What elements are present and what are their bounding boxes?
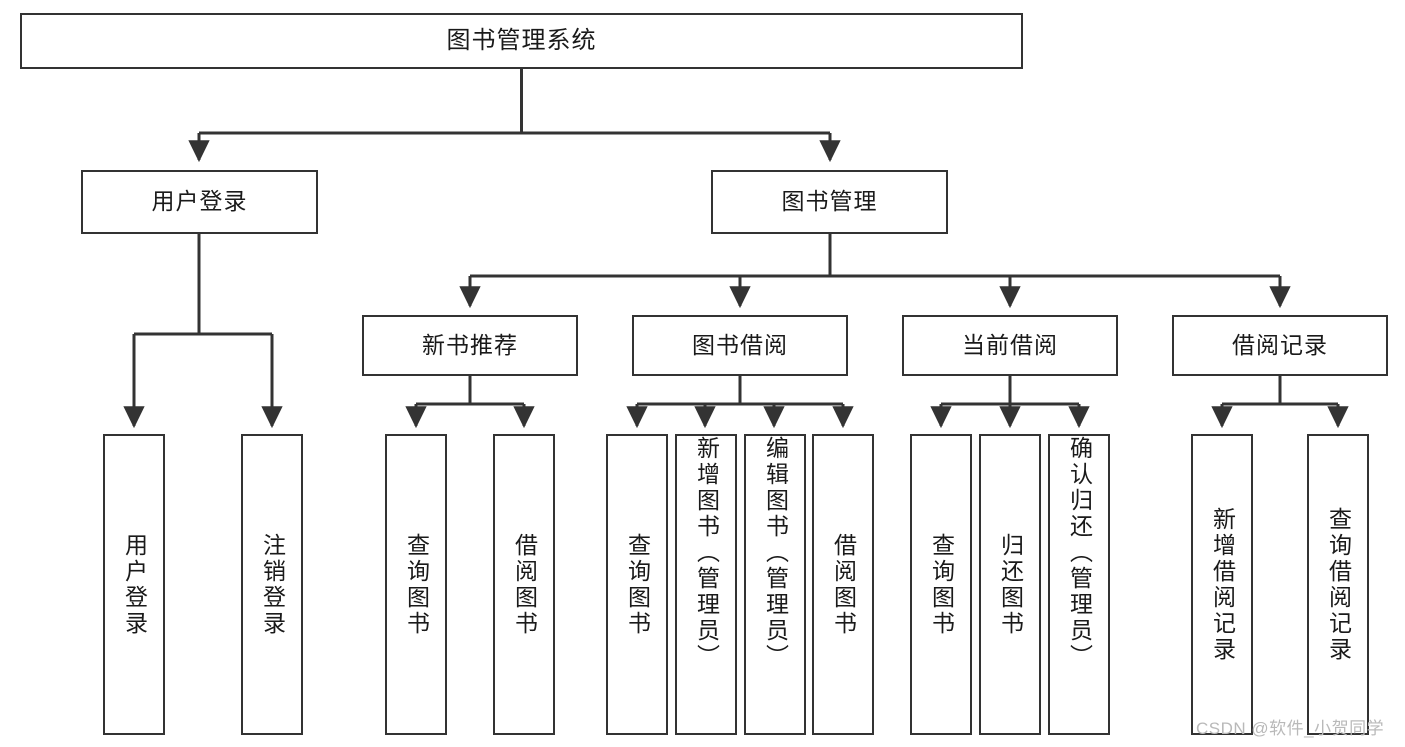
edge-root-to-level2: [188, 69, 841, 163]
node-label: 编辑图书（管理员）: [762, 436, 789, 670]
node-label: 用户登录: [151, 188, 248, 215]
node-label: 新增借阅记录: [1209, 506, 1236, 663]
node-label: 新书推荐: [422, 331, 518, 358]
node-label: 图书借阅: [692, 331, 788, 358]
leaf-return-book[interactable]: 归还图书: [979, 434, 1041, 735]
node-label: 用户登录: [121, 532, 148, 637]
edge-new-book-recommend-to-leaves: [405, 376, 535, 429]
leaf-query-book-1[interactable]: 查询图书: [385, 434, 447, 735]
node-borrow-record[interactable]: 借阅记录: [1172, 315, 1388, 376]
node-label: 确认归还（管理员）: [1066, 436, 1093, 670]
node-label: 图书管理系统: [446, 26, 597, 54]
leaf-query-book-2[interactable]: 查询图书: [606, 434, 668, 735]
edge-user-login-to-leaves: [123, 234, 283, 429]
node-user-login[interactable]: 用户登录: [81, 170, 318, 234]
leaf-edit-book-admin[interactable]: 编辑图书（管理员）: [744, 434, 806, 735]
node-label: 查询图书: [928, 532, 955, 637]
node-label: 注销登录: [259, 532, 286, 637]
node-book-manage[interactable]: 图书管理: [711, 170, 948, 234]
edge-current-borrow-to-leaves: [930, 376, 1090, 429]
node-new-book-recommend[interactable]: 新书推荐: [362, 315, 578, 376]
edge-borrow-record-to-leaves: [1211, 376, 1349, 429]
node-book-borrow[interactable]: 图书借阅: [632, 315, 848, 376]
leaf-add-borrow-record[interactable]: 新增借阅记录: [1191, 434, 1253, 735]
node-label: 借阅图书: [830, 532, 857, 637]
node-label: 查询借阅记录: [1325, 506, 1352, 663]
node-label: 图书管理: [781, 188, 878, 215]
node-current-borrow[interactable]: 当前借阅: [902, 315, 1118, 376]
leaf-query-borrow-record[interactable]: 查询借阅记录: [1307, 434, 1369, 735]
node-label: 归还图书: [997, 532, 1024, 637]
leaf-borrow-book-1[interactable]: 借阅图书: [493, 434, 555, 735]
edge-book-borrow-to-leaves: [626, 376, 854, 429]
leaf-borrow-book-2[interactable]: 借阅图书: [812, 434, 874, 735]
leaf-user-logout[interactable]: 注销登录: [241, 434, 303, 735]
leaf-add-book-admin[interactable]: 新增图书（管理员）: [675, 434, 737, 735]
node-label: 借阅记录: [1232, 331, 1328, 358]
node-label: 查询图书: [403, 532, 430, 637]
leaf-query-book-3[interactable]: 查询图书: [910, 434, 972, 735]
leaf-confirm-return-admin[interactable]: 确认归还（管理员）: [1048, 434, 1110, 735]
node-label: 查询图书: [624, 532, 651, 637]
node-root-system[interactable]: 图书管理系统: [20, 13, 1023, 69]
node-label: 借阅图书: [511, 532, 538, 637]
csdn-watermark: CSDN @软件_小贺同学: [1196, 719, 1385, 738]
leaf-user-login[interactable]: 用户登录: [103, 434, 165, 735]
node-label: 当前借阅: [962, 331, 1058, 358]
node-label: 新增图书（管理员）: [693, 436, 720, 670]
edge-book-manage-to-level3: [459, 234, 1291, 309]
